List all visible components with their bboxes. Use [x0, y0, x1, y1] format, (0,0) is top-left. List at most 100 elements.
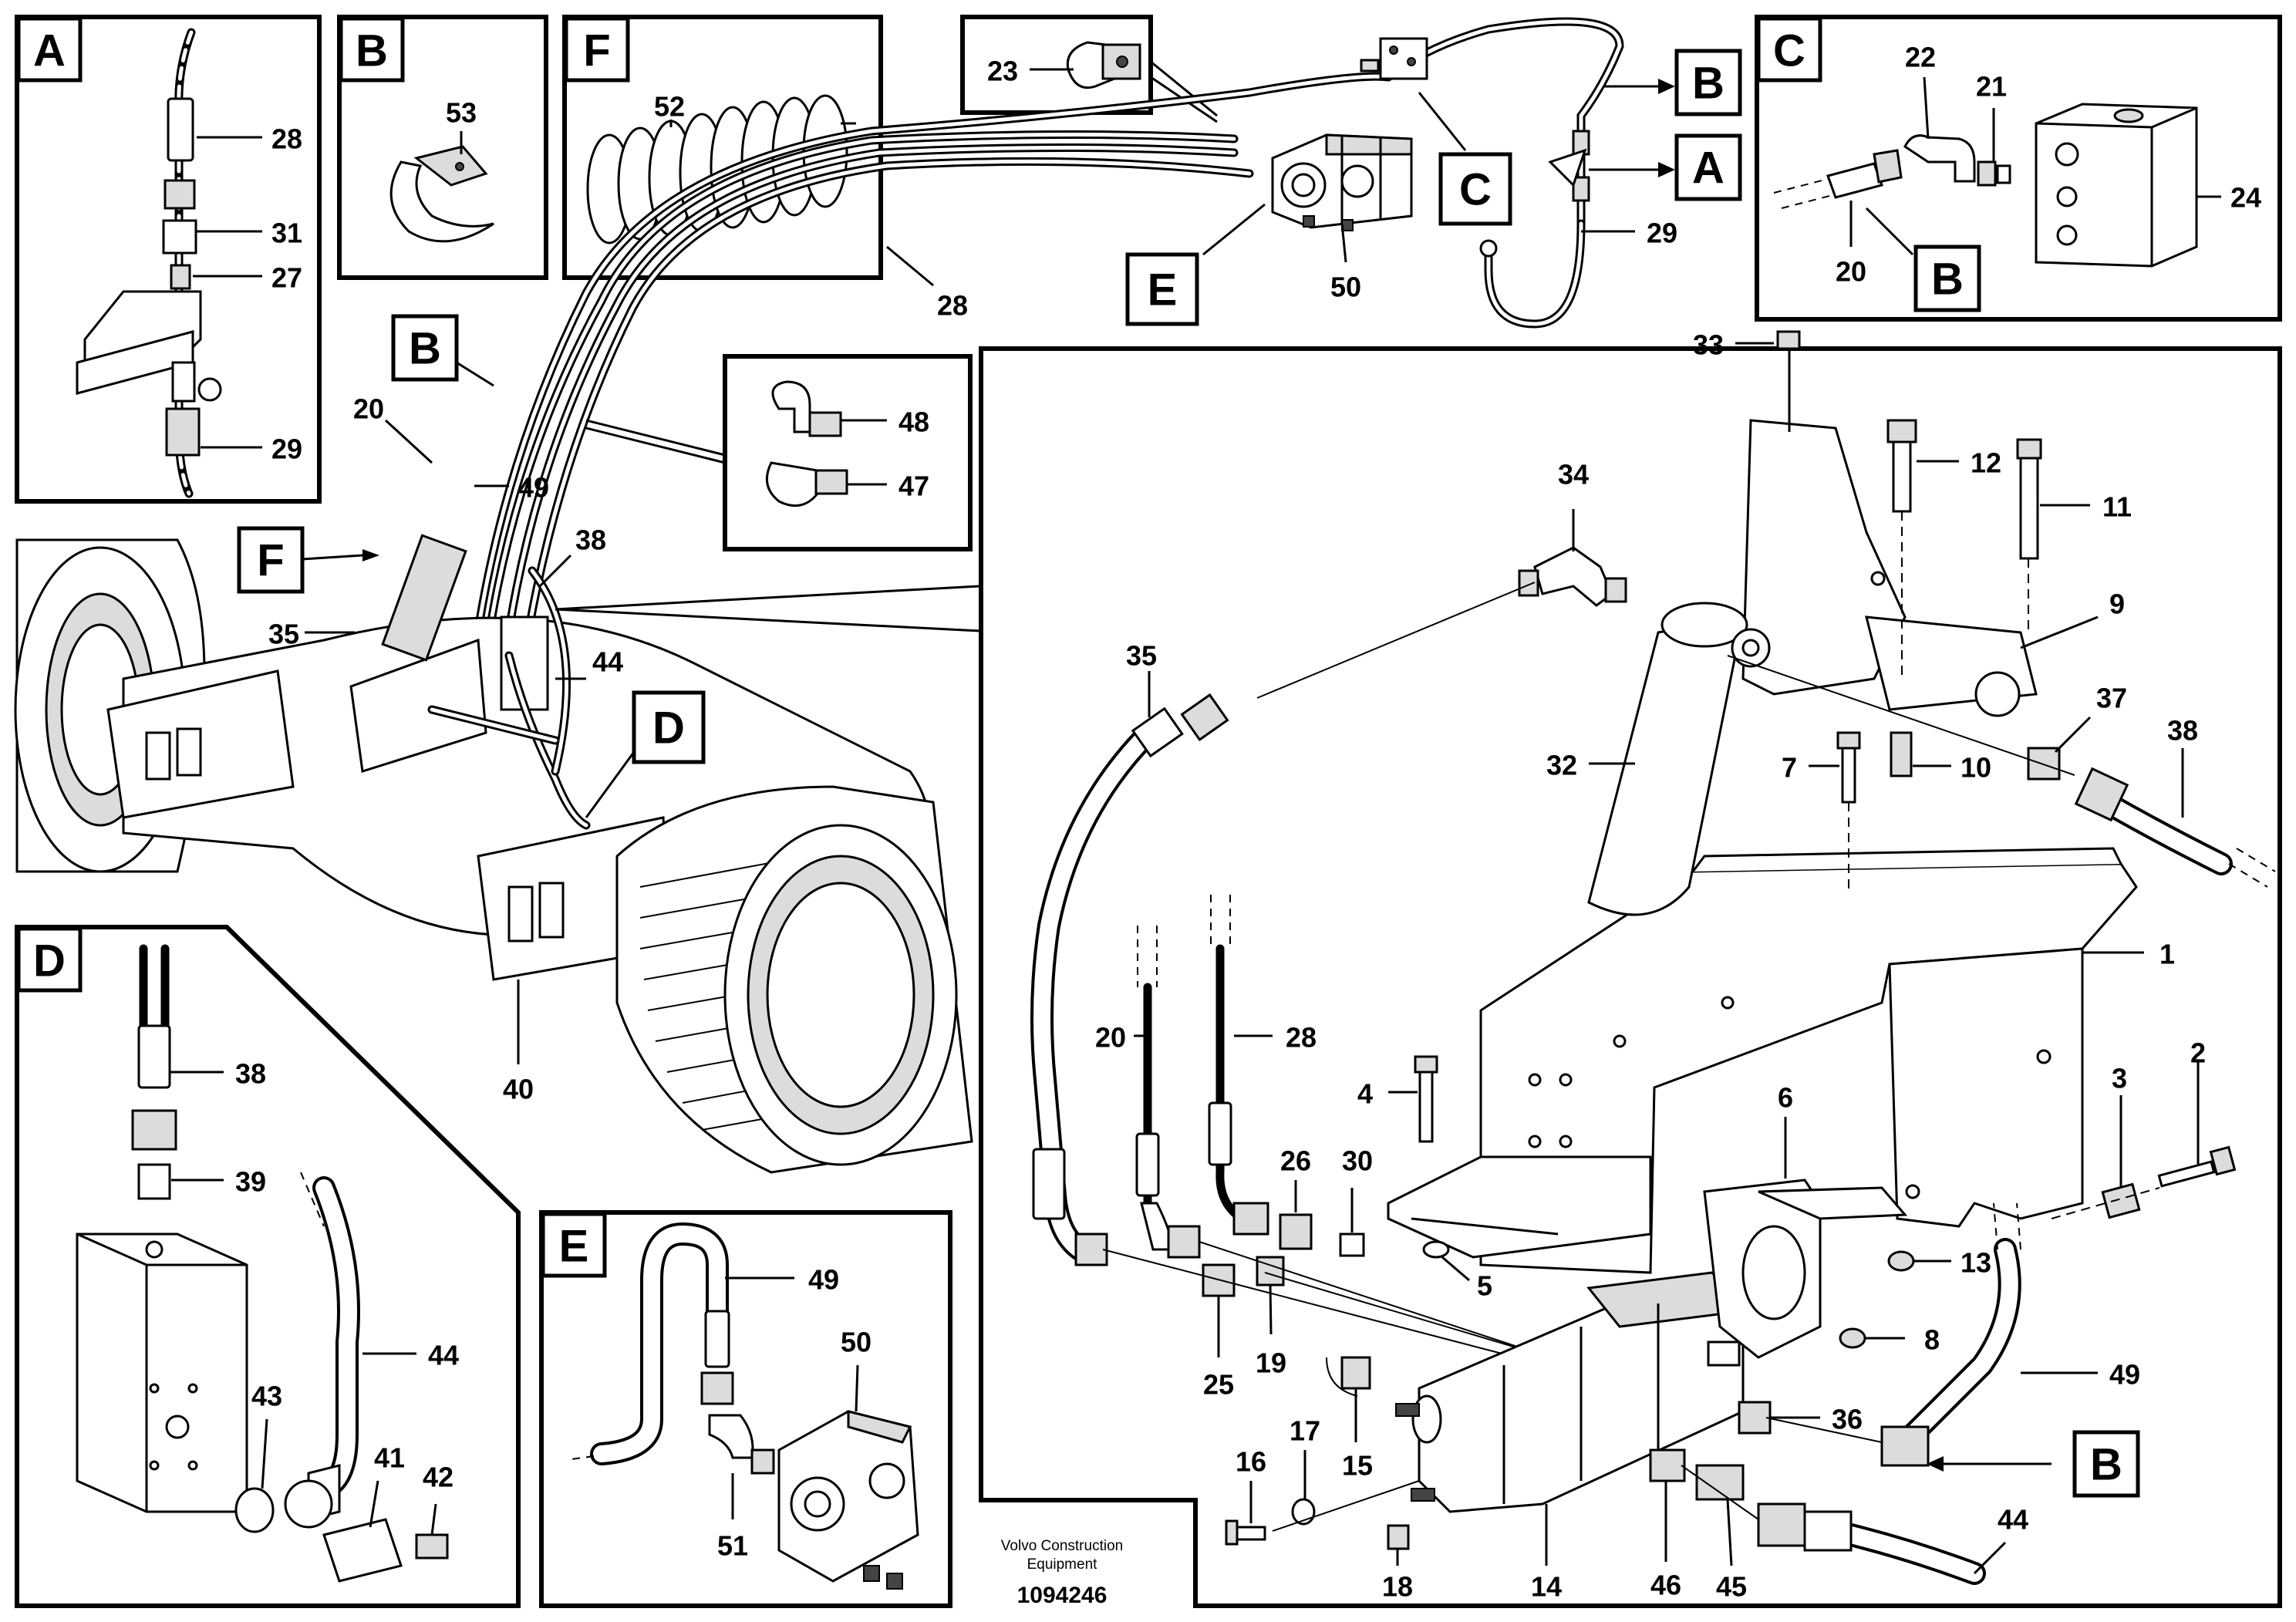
top-ref-e: E [1148, 265, 1178, 315]
callout-35-axle: 35 [268, 619, 355, 650]
svg-text:1: 1 [2159, 939, 2175, 970]
bolt-11 [2016, 438, 2042, 632]
detail-e-panel: E 49 50 51 [539, 1210, 952, 1608]
callout-29-top: 29 [1581, 218, 1677, 249]
callout-49-e: 49 [725, 1264, 839, 1296]
axle-ref-f: F [257, 536, 284, 586]
svg-text:29: 29 [271, 433, 302, 465]
svg-text:39: 39 [235, 1166, 266, 1198]
svg-text:46: 46 [1650, 1570, 1681, 1601]
svg-text:37: 37 [2096, 683, 2127, 714]
nut-18 [1387, 1524, 1410, 1550]
svg-text:23: 23 [987, 56, 1018, 87]
callout-44-d: 44 [362, 1340, 459, 1371]
callout-6: 6 [1778, 1082, 1793, 1179]
svg-text:22: 22 [1905, 42, 1936, 73]
callout-27: 27 [193, 262, 302, 294]
svg-text:24: 24 [2230, 182, 2261, 214]
detail-d-panel: D 38 39 44 43 41 42 [15, 925, 521, 1608]
callout-46: 46 [1650, 1481, 1681, 1601]
svg-text:36: 36 [1832, 1404, 1863, 1435]
callout-37: 37 [2054, 683, 2127, 754]
svg-text:38: 38 [2167, 715, 2198, 747]
callout-43: 43 [251, 1381, 282, 1489]
callout-13: 13 [1913, 1247, 1991, 1279]
callout-38-d: 38 [170, 1058, 266, 1090]
callout-52: 52 [654, 91, 685, 127]
svg-text:9: 9 [2109, 588, 2125, 620]
callout-19: 19 [1256, 1284, 1286, 1379]
svg-text:29: 29 [1647, 218, 1677, 249]
svg-text:41: 41 [374, 1442, 405, 1474]
svg-text:40: 40 [503, 1074, 534, 1105]
callout-20-main: 20 [1095, 1022, 1149, 1054]
adapter-46 [1649, 1448, 1686, 1482]
main-ref-b: B [2090, 1440, 2122, 1490]
adapter-37 [2027, 747, 2061, 781]
callout-38-main: 38 [2167, 715, 2198, 818]
callout-49-axle: 49 [474, 472, 549, 504]
callout-29-a: 29 [201, 433, 302, 465]
top-ref-a: A [1692, 143, 1725, 194]
svg-text:26: 26 [1280, 1145, 1311, 1177]
washer-8 [1839, 1327, 1866, 1349]
svg-text:2: 2 [2190, 1037, 2206, 1069]
svg-text:21: 21 [1976, 71, 2007, 103]
detail-b-panel: B 53 [337, 15, 548, 280]
filter-32 [1587, 602, 1771, 916]
svg-text:17: 17 [1290, 1415, 1320, 1447]
top-ref-b: B [1692, 59, 1725, 109]
adapter-36 [1738, 1401, 1772, 1435]
svg-text:20: 20 [1095, 1022, 1126, 1054]
svg-text:7: 7 [1782, 752, 1797, 784]
svg-text:12: 12 [1971, 447, 2001, 479]
footer-company-line2: Equipment [1027, 1556, 1098, 1573]
callout-15: 15 [1342, 1388, 1373, 1482]
svg-text:10: 10 [1961, 752, 1991, 784]
svg-text:49: 49 [2109, 1359, 2140, 1391]
svg-text:20: 20 [353, 393, 384, 425]
hose-28-end [1208, 895, 1269, 1236]
bracket-9 [1741, 419, 2038, 717]
callout-1: 1 [2082, 939, 2175, 970]
svg-text:35: 35 [1126, 640, 1157, 672]
svg-text:28: 28 [1286, 1022, 1317, 1054]
callout-48: 48 [841, 406, 929, 438]
svg-text:33: 33 [1693, 329, 1724, 361]
svg-text:31: 31 [271, 218, 302, 249]
svg-text:8: 8 [1924, 1324, 1940, 1356]
callout-20-c: 20 [1836, 201, 1866, 288]
callout-17: 17 [1290, 1415, 1320, 1500]
svg-text:19: 19 [1256, 1347, 1286, 1379]
footer-company-line1: Volvo Construction [1001, 1538, 1123, 1554]
callout-28-a: 28 [197, 123, 302, 155]
axle-ref-d: D [652, 703, 685, 754]
callout-10: 10 [1913, 752, 1991, 784]
top-ref-c: C [1459, 165, 1492, 215]
callout-8: 8 [1865, 1324, 1940, 1356]
bolt-2 [2157, 1145, 2237, 1188]
callout-39: 39 [171, 1166, 266, 1198]
callout-44-main: 44 [1973, 1504, 2028, 1575]
callout-50-e: 50 [841, 1327, 872, 1412]
callout-31: 31 [197, 218, 302, 249]
callout-45: 45 [1716, 1499, 1747, 1603]
svg-text:44: 44 [1998, 1504, 2028, 1536]
callout-23: 23 [987, 56, 1074, 87]
callout-35-main: 35 [1126, 640, 1157, 717]
callout-7: 7 [1782, 752, 1839, 784]
bushing-10 [1890, 731, 1913, 777]
callout-9: 9 [2020, 588, 2125, 649]
svg-text:47: 47 [899, 470, 929, 502]
svg-text:50: 50 [841, 1327, 872, 1358]
callout-41: 41 [369, 1442, 405, 1528]
bolt-12 [1886, 419, 1917, 679]
svg-text:35: 35 [268, 619, 299, 650]
callout-12: 12 [1917, 447, 2001, 479]
hose-49 [1765, 1202, 2021, 1467]
svg-text:52: 52 [654, 91, 685, 123]
detail-23-box: 23 [960, 15, 1218, 123]
svg-text:42: 42 [423, 1462, 453, 1493]
svg-text:16: 16 [1236, 1446, 1266, 1478]
